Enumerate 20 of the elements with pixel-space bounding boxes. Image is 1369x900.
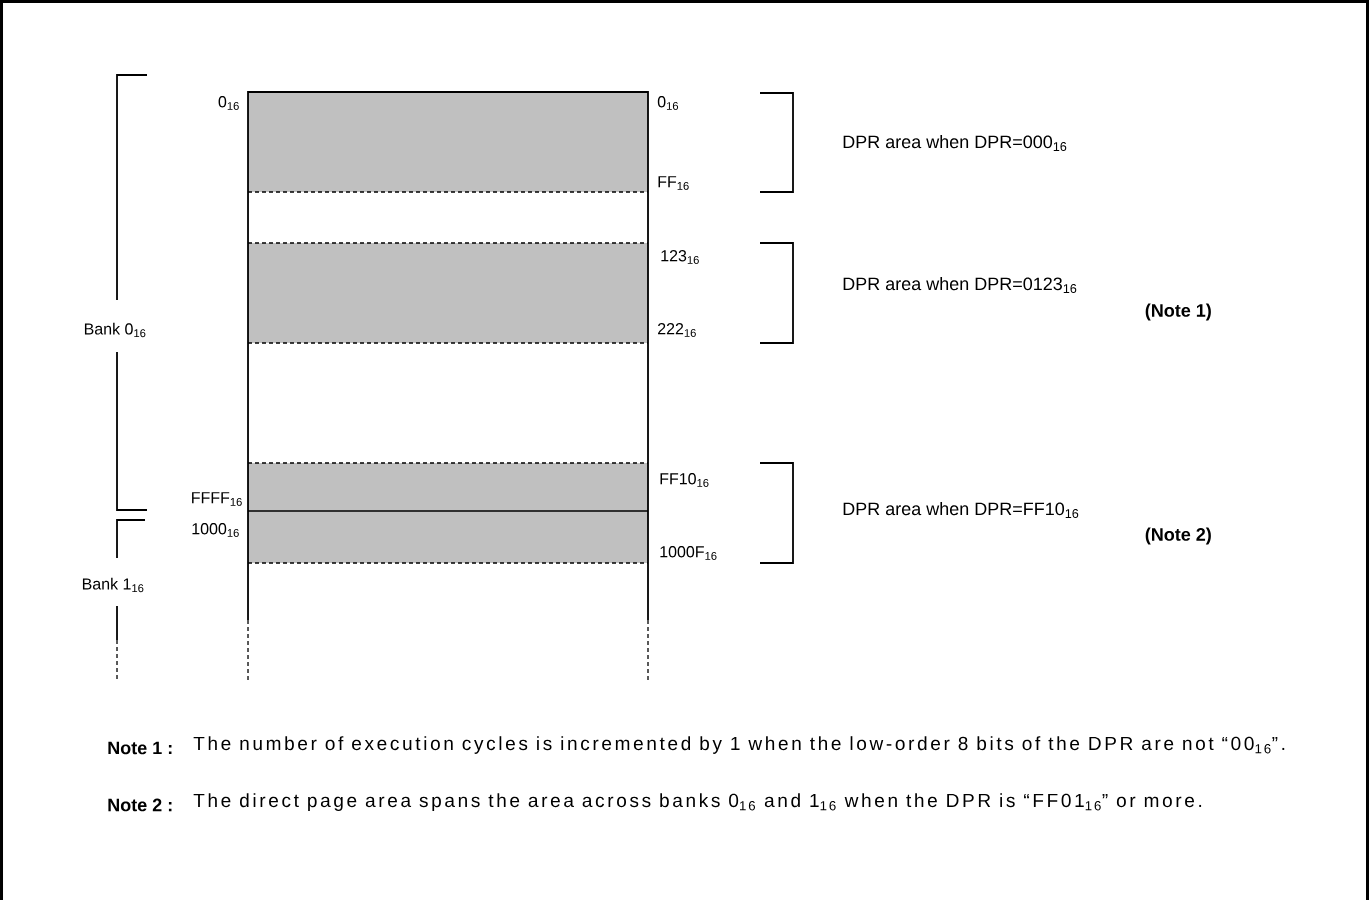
- note-reference: (Note 2): [1145, 527, 1211, 545]
- address-label: FF$_{16}$: [658, 176, 689, 190]
- area-label: DPR area when DPR=0123$_{16}$: [843, 277, 1077, 293]
- note-text: The direct page area spans the area across banks 0$_{16}$ and 1$_{16}$ when the DPR is “FF01$_{16}$” or more.: [193, 793, 1202, 811]
- address-label: 1000F$_{16}$: [660, 546, 717, 560]
- address-label: 123$_{16}$: [661, 250, 699, 264]
- address-label: 222$_{16}$: [658, 323, 696, 337]
- bank-label: Bank 0$_{16}$: [84, 322, 146, 338]
- note-heading: Note 1 :: [108, 741, 172, 755]
- note-text: The number of execution cycles is incremented by 1 when the low-order 8 bits of the DPR are not “00$_{16}$”.: [193, 736, 1285, 754]
- address-label: 0$_{16}$: [657, 96, 679, 110]
- address-label: 1000$_{16}$: [192, 523, 239, 537]
- address-label: FF10$_{16}$: [660, 473, 709, 487]
- address-label: 0$_{16}$: [218, 96, 239, 110]
- note-reference: (Note 1): [1145, 303, 1211, 321]
- bank-label: Bank 1$_{16}$: [82, 577, 144, 593]
- note-heading: Note 2 :: [108, 798, 172, 812]
- area-label: DPR area when DPR=FF10$_{16}$: [843, 502, 1079, 518]
- address-label: FFFF$_{16}$: [192, 492, 242, 506]
- area-label: DPR area when DPR=000$_{16}$: [843, 135, 1067, 151]
